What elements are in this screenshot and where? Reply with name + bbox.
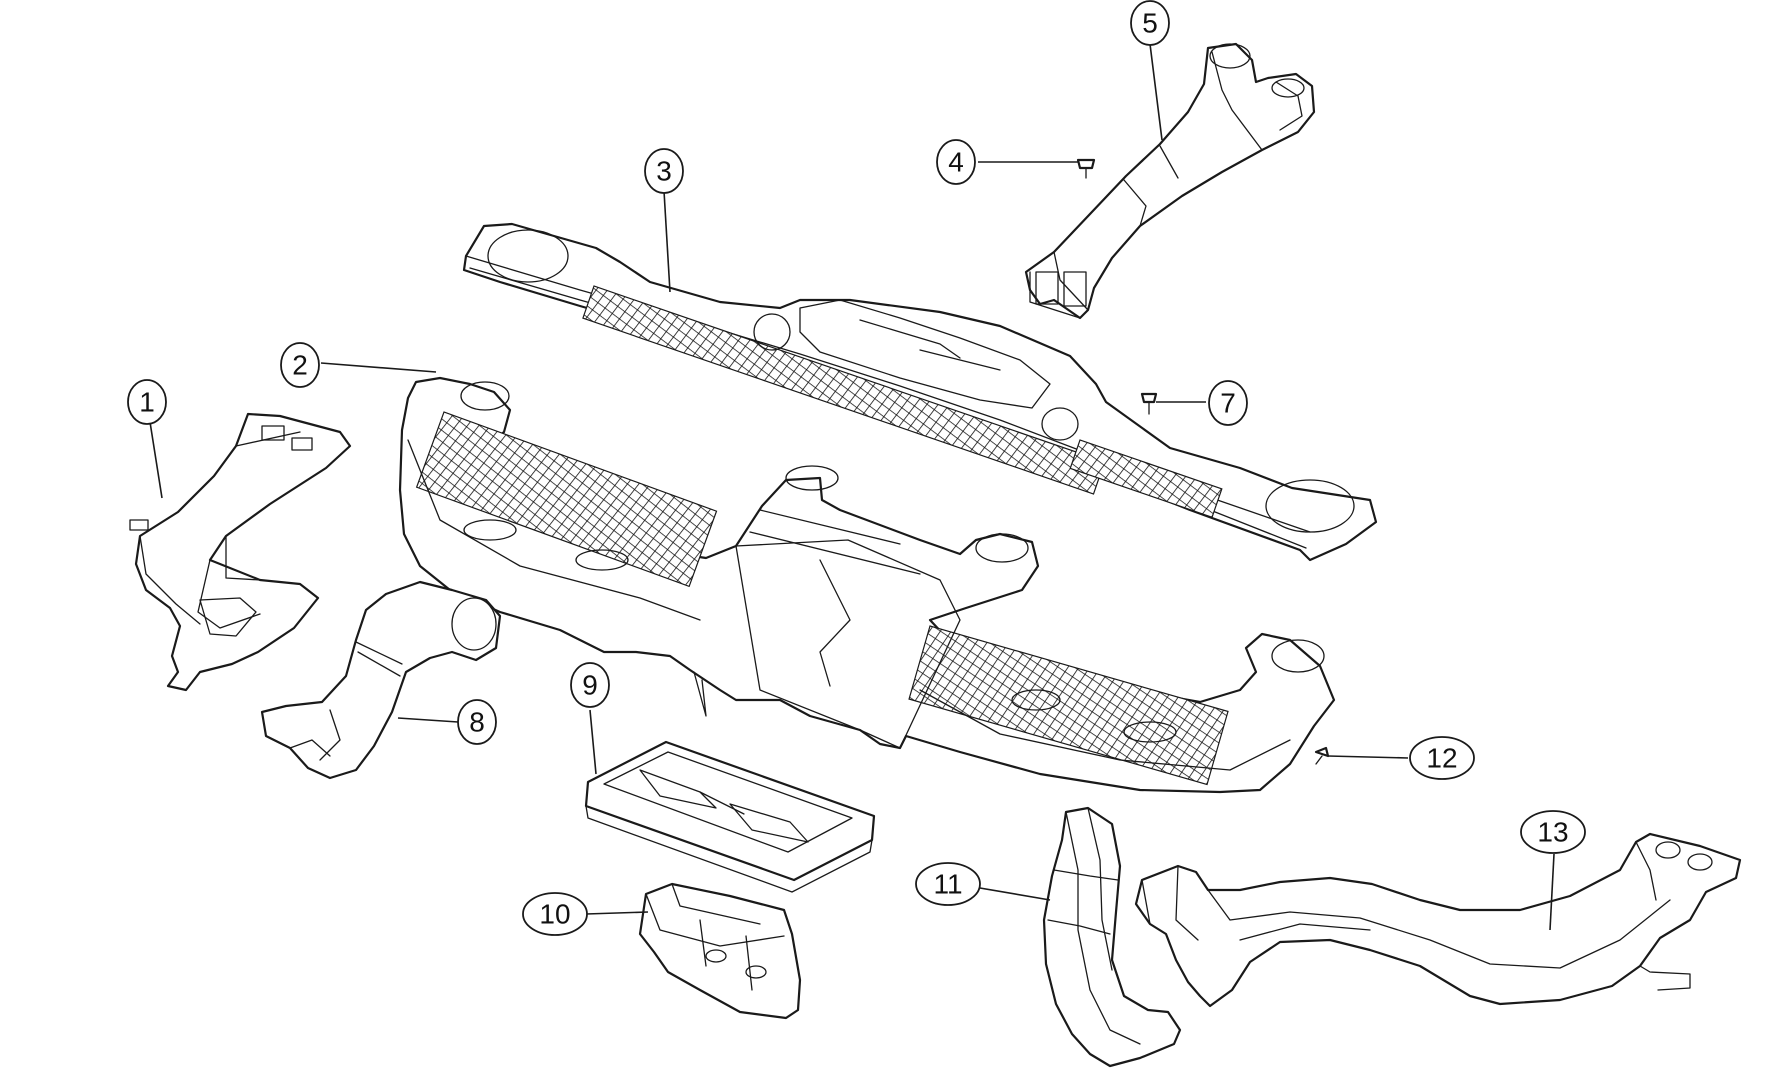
leader-11: [979, 887, 1051, 901]
callout-label: 7: [1220, 388, 1236, 419]
callout-label: 1: [139, 387, 155, 418]
callout-8: 8: [457, 699, 497, 745]
callout-label: 11: [933, 869, 962, 900]
leader-13: [1549, 853, 1555, 931]
leader-5: [1149, 43, 1163, 141]
part-1-duct: [129, 412, 352, 692]
callout-label: 2: [292, 350, 308, 381]
callout-9: 9: [570, 662, 610, 708]
leader-3: [663, 190, 671, 293]
part-4-screw: [1076, 158, 1096, 179]
leader-9: [589, 709, 597, 775]
leader-2: [320, 362, 437, 373]
part-7-screw: [1140, 392, 1158, 415]
callout-label: 8: [469, 707, 485, 738]
callout-13: 13: [1520, 810, 1586, 854]
callout-12: 12: [1409, 736, 1475, 780]
part-13-duct: [1134, 832, 1742, 1008]
callout-11: 11: [915, 862, 981, 906]
callout-label: 10: [539, 899, 570, 930]
part-3-panel: [462, 222, 1378, 562]
part-10-housing: [638, 882, 802, 1020]
part-11-duct: [1042, 806, 1182, 1068]
part-2-main-duct: [398, 376, 1336, 794]
part-5-duct: [1024, 42, 1316, 320]
part-12-screw: [1314, 746, 1330, 765]
callout-label: 3: [656, 156, 672, 187]
callout-label: 4: [948, 147, 964, 178]
callout-4: 4: [936, 139, 976, 185]
callout-label: 5: [1142, 8, 1158, 39]
callout-label: 9: [582, 670, 598, 701]
leader-12: [1327, 755, 1409, 759]
leader-8: [397, 717, 459, 723]
callout-label: 12: [1426, 743, 1457, 774]
leader-10: [585, 911, 649, 915]
callout-1: 1: [127, 379, 167, 425]
part-8-duct: [260, 580, 502, 780]
callout-10: 10: [522, 892, 588, 936]
callout-7: 7: [1208, 380, 1248, 426]
callout-5: 5: [1130, 0, 1170, 46]
callout-label: 13: [1537, 817, 1568, 848]
callout-2: 2: [280, 342, 320, 388]
part-9-frame: [584, 740, 876, 893]
callout-3: 3: [644, 148, 684, 194]
leader-lines: [146, 43, 1555, 931]
